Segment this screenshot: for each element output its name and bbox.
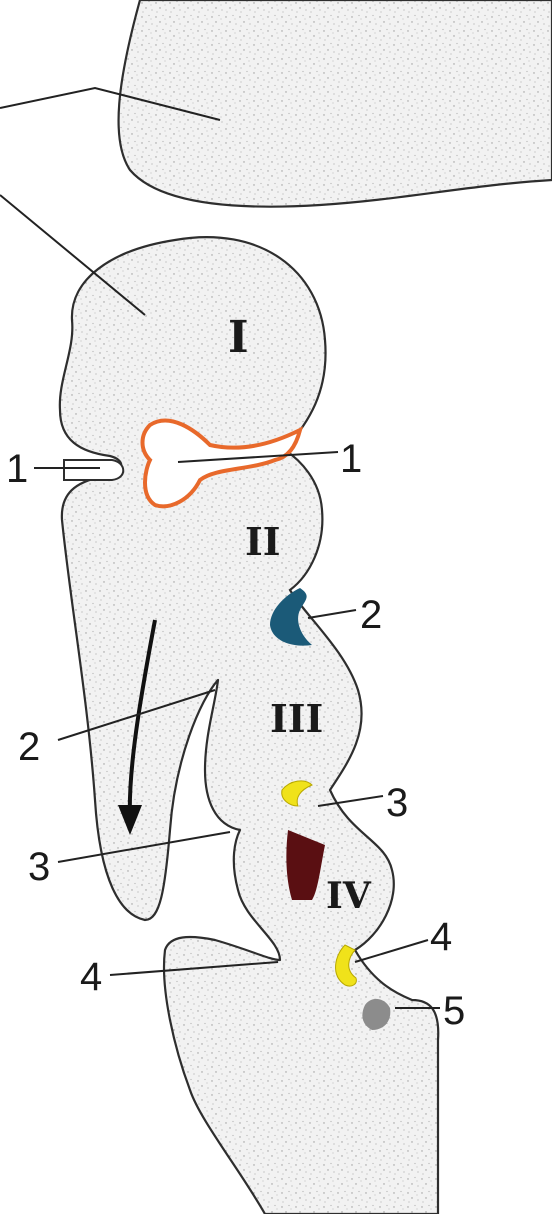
top-wedge-shape	[119, 0, 552, 207]
leader-2-right	[308, 610, 356, 618]
number-label-1-left: 1	[6, 447, 28, 491]
main-body-shape	[60, 237, 438, 1214]
left-notch	[64, 460, 123, 480]
segment-label-III: III	[270, 696, 323, 741]
number-label-1-right: 1	[340, 437, 362, 481]
number-label-3-left: 3	[28, 845, 50, 889]
number-label-3-right: 3	[386, 781, 408, 825]
segment-label-IV: IV	[326, 875, 372, 917]
segment-label-II: II	[245, 519, 281, 564]
number-label-2-right: 2	[360, 593, 382, 637]
number-label-4-left: 4	[80, 955, 102, 999]
segment-label-I: I	[228, 312, 249, 363]
number-label-5-right: 5	[443, 989, 465, 1033]
number-label-2-left: 2	[18, 725, 40, 769]
number-label-4-right: 4	[430, 915, 452, 959]
